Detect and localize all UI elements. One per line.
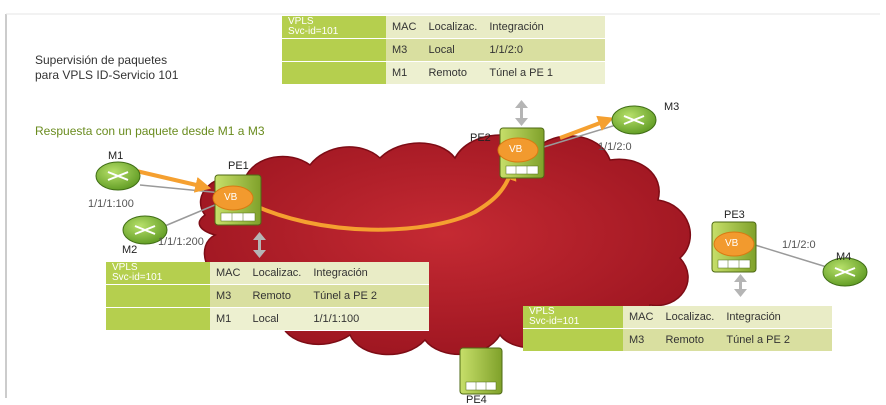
table-corner: VPLS Svc-id=101	[282, 16, 386, 39]
vb-label-pe3: VB	[725, 238, 739, 249]
corner-line-1: VPLS	[112, 262, 138, 273]
vb-label-pe1: VB	[224, 192, 238, 203]
row-spacer	[523, 329, 623, 352]
cell-location: Remoto	[246, 285, 308, 308]
flow-arrow-m1	[131, 168, 212, 193]
connector-left	[253, 232, 266, 258]
cell-mac: M1	[210, 308, 247, 331]
table-row: M1 Local 1/1/1:100	[106, 308, 430, 331]
table-header-row: VPLS Svc-id=101 MAC Localizac. Integraci…	[106, 262, 430, 285]
port-m4: 1/1/2:0	[782, 239, 816, 251]
cell-integration: 1/1/1:100	[307, 308, 430, 331]
pe4-router	[459, 347, 503, 395]
caption-line-2: para VPLS ID-Servicio 101	[35, 68, 179, 82]
label-m2: M2	[122, 244, 138, 256]
caption-monitoring: Supervisión de paquetes para VPLS ID-Ser…	[35, 53, 178, 83]
row-spacer	[282, 39, 386, 62]
corner-line-1: VPLS	[288, 16, 314, 27]
header-mac: MAC	[623, 306, 660, 329]
label-pe1: PE1	[228, 160, 249, 172]
connector-top	[515, 100, 528, 126]
row-spacer	[106, 285, 210, 308]
header-integration: Integración	[483, 16, 606, 39]
corner-line-1: VPLS	[529, 306, 555, 317]
m3-host	[611, 105, 657, 135]
cell-location: Local	[422, 39, 484, 62]
corner-line-2: Svc-id=101	[288, 26, 339, 37]
cell-integration: Túnel a PE 1	[483, 62, 606, 85]
cell-mac: M3	[210, 285, 247, 308]
cell-integration: Túnel a PE 2	[720, 329, 833, 352]
header-mac: MAC	[386, 16, 423, 39]
cell-mac: M3	[623, 329, 660, 352]
header-integration: Integración	[307, 262, 430, 285]
label-pe2: PE2	[470, 132, 491, 144]
cell-mac: M3	[386, 39, 423, 62]
header-mac: MAC	[210, 262, 247, 285]
table-header-row: VPLS Svc-id=101 MAC Localizac. Integraci…	[523, 306, 833, 329]
table-row: M1 Remoto Túnel a PE 1	[282, 62, 606, 85]
header-integration: Integración	[720, 306, 833, 329]
port-m3: 1/1/2:0	[598, 141, 632, 153]
corner-line-2: Svc-id=101	[112, 272, 163, 283]
link-pe3-m4	[754, 244, 831, 269]
table-row: M3 Remoto Túnel a PE 2	[523, 329, 833, 352]
flow-arrow-core	[242, 163, 517, 232]
link-m2-pe1	[159, 201, 223, 229]
table-corner: VPLS Svc-id=101	[106, 262, 210, 285]
vb-pe2	[497, 137, 539, 163]
corner-line-2: Svc-id=101	[529, 316, 580, 327]
table-corner: VPLS Svc-id=101	[523, 306, 623, 329]
label-pe4: PE4	[466, 394, 487, 405]
label-pe3: PE3	[724, 209, 745, 221]
cell-integration: Túnel a PE 2	[307, 285, 430, 308]
fdb-table-pe1: VPLS Svc-id=101 MAC Localizac. Integraci…	[106, 262, 430, 331]
table-row: M3 Local 1/1/2:0	[282, 39, 606, 62]
connector-right	[734, 274, 747, 297]
vb-label-pe2: VB	[509, 144, 523, 155]
header-location: Localizac.	[246, 262, 308, 285]
label-m4: M4	[836, 251, 852, 263]
vb-pe3	[713, 231, 755, 257]
m4-host	[822, 257, 868, 287]
table-row: M3 Remoto Túnel a PE 2	[106, 285, 430, 308]
cell-integration: 1/1/2:0	[483, 39, 606, 62]
label-m1: M1	[108, 150, 124, 162]
flow-arrow-m3	[559, 115, 614, 140]
cell-location: Remoto	[422, 62, 484, 85]
row-spacer	[106, 308, 210, 331]
row-spacer	[282, 62, 386, 85]
caption-line-1: Supervisión de paquetes	[35, 53, 168, 67]
m2-host	[122, 215, 168, 245]
header-location: Localizac.	[659, 306, 721, 329]
port-m1: 1/1/1:100	[88, 198, 134, 210]
header-location: Localizac.	[422, 16, 484, 39]
vb-pe1	[212, 185, 254, 211]
port-m2: 1/1/1:200	[158, 236, 204, 248]
cell-location: Remoto	[659, 329, 721, 352]
fdb-table-pe2: VPLS Svc-id=101 MAC Localizac. Integraci…	[282, 16, 606, 85]
label-m3: M3	[664, 101, 680, 113]
caption-response: Respuesta con un paquete desde M1 a M3	[35, 124, 265, 138]
cell-mac: M1	[386, 62, 423, 85]
m1-host	[95, 161, 141, 191]
cell-location: Local	[246, 308, 308, 331]
fdb-table-pe3: VPLS Svc-id=101 MAC Localizac. Integraci…	[523, 306, 833, 352]
table-header-row: VPLS Svc-id=101 MAC Localizac. Integraci…	[282, 16, 606, 39]
